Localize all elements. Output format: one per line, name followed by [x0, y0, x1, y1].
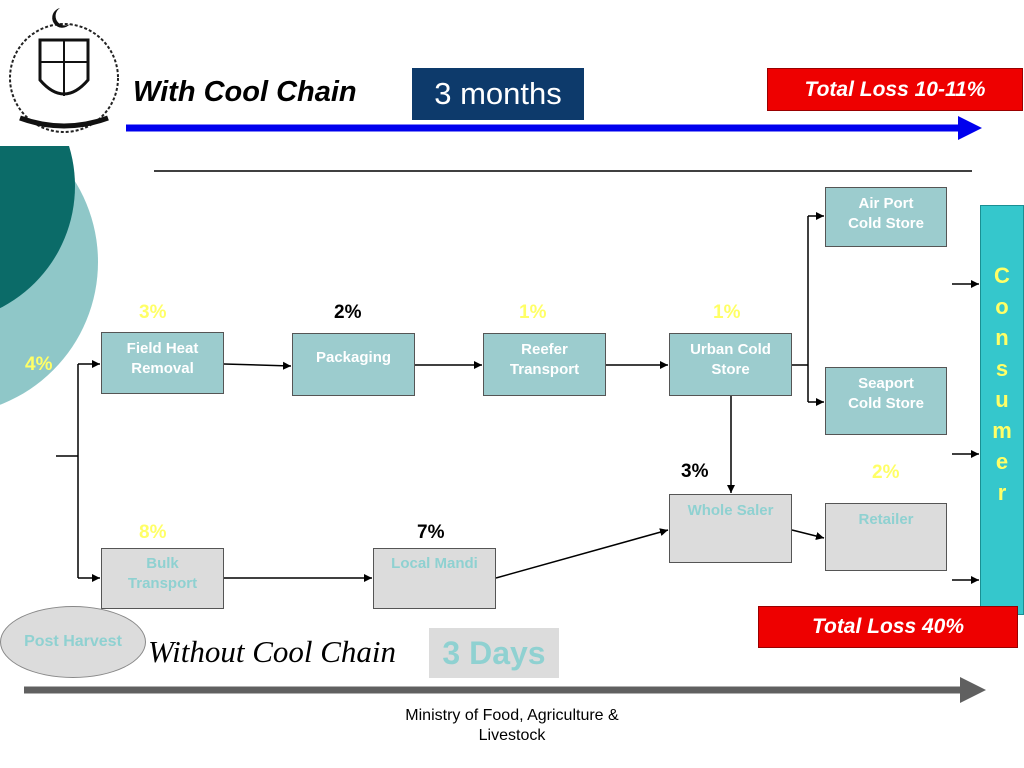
whole-saler-percent: 3%	[681, 461, 709, 482]
consumer-letter: o	[995, 294, 1009, 319]
emblem-icon	[9, 8, 119, 133]
urban-cold-store-box: Urban Cold Store	[669, 333, 792, 396]
consumer-letter: e	[995, 449, 1009, 474]
cool-total-loss: Total Loss 10-11%	[767, 68, 1023, 111]
reefer-percent: 1%	[519, 302, 547, 323]
local-mandi-box: Local Mandi	[373, 548, 496, 609]
post-harvest-ellipse: Post Harvest	[0, 606, 146, 678]
local-mandi-percent: 7%	[417, 522, 445, 543]
airport-cold-store-box: Air Port Cold Store	[825, 187, 947, 247]
urban-cold-percent: 1%	[713, 302, 741, 323]
without-duration-badge: 3 Days	[429, 628, 559, 678]
bulk-transport-percent: 8%	[139, 522, 167, 543]
packaging-percent: 2%	[334, 302, 362, 323]
consumer-letter: s	[995, 356, 1009, 381]
retailer-box: Retailer	[825, 503, 947, 571]
post-harvest-percent: 4%	[25, 354, 53, 375]
without-total-loss: Total Loss 40%	[758, 606, 1018, 648]
reefer-transport-box: Reefer Transport	[483, 333, 606, 396]
field-heat-removal-box: Field Heat Removal	[101, 332, 224, 394]
consumer-letter: m	[992, 418, 1012, 443]
consumer-letter: C	[994, 263, 1010, 288]
consumer-letter: r	[997, 480, 1007, 505]
packaging-box: Packaging	[292, 333, 415, 396]
seaport-cold-store-box: Seaport Cold Store	[825, 367, 947, 435]
cool-chain-title: With Cool Chain	[133, 76, 357, 108]
field-heat-percent: 3%	[139, 302, 167, 323]
consumer-letter: u	[995, 387, 1009, 412]
bulk-transport-box: Bulk Transport	[101, 548, 224, 609]
without-chain-title: Without Cool Chain	[148, 634, 397, 669]
ministry-footer: Ministry of Food, Agriculture & Livestoc…	[405, 707, 619, 744]
cool-duration-badge: 3 months	[412, 68, 584, 120]
consumer-letter: n	[995, 325, 1009, 350]
retailer-percent: 2%	[872, 462, 900, 483]
whole-saler-box: Whole Saler	[669, 494, 792, 563]
